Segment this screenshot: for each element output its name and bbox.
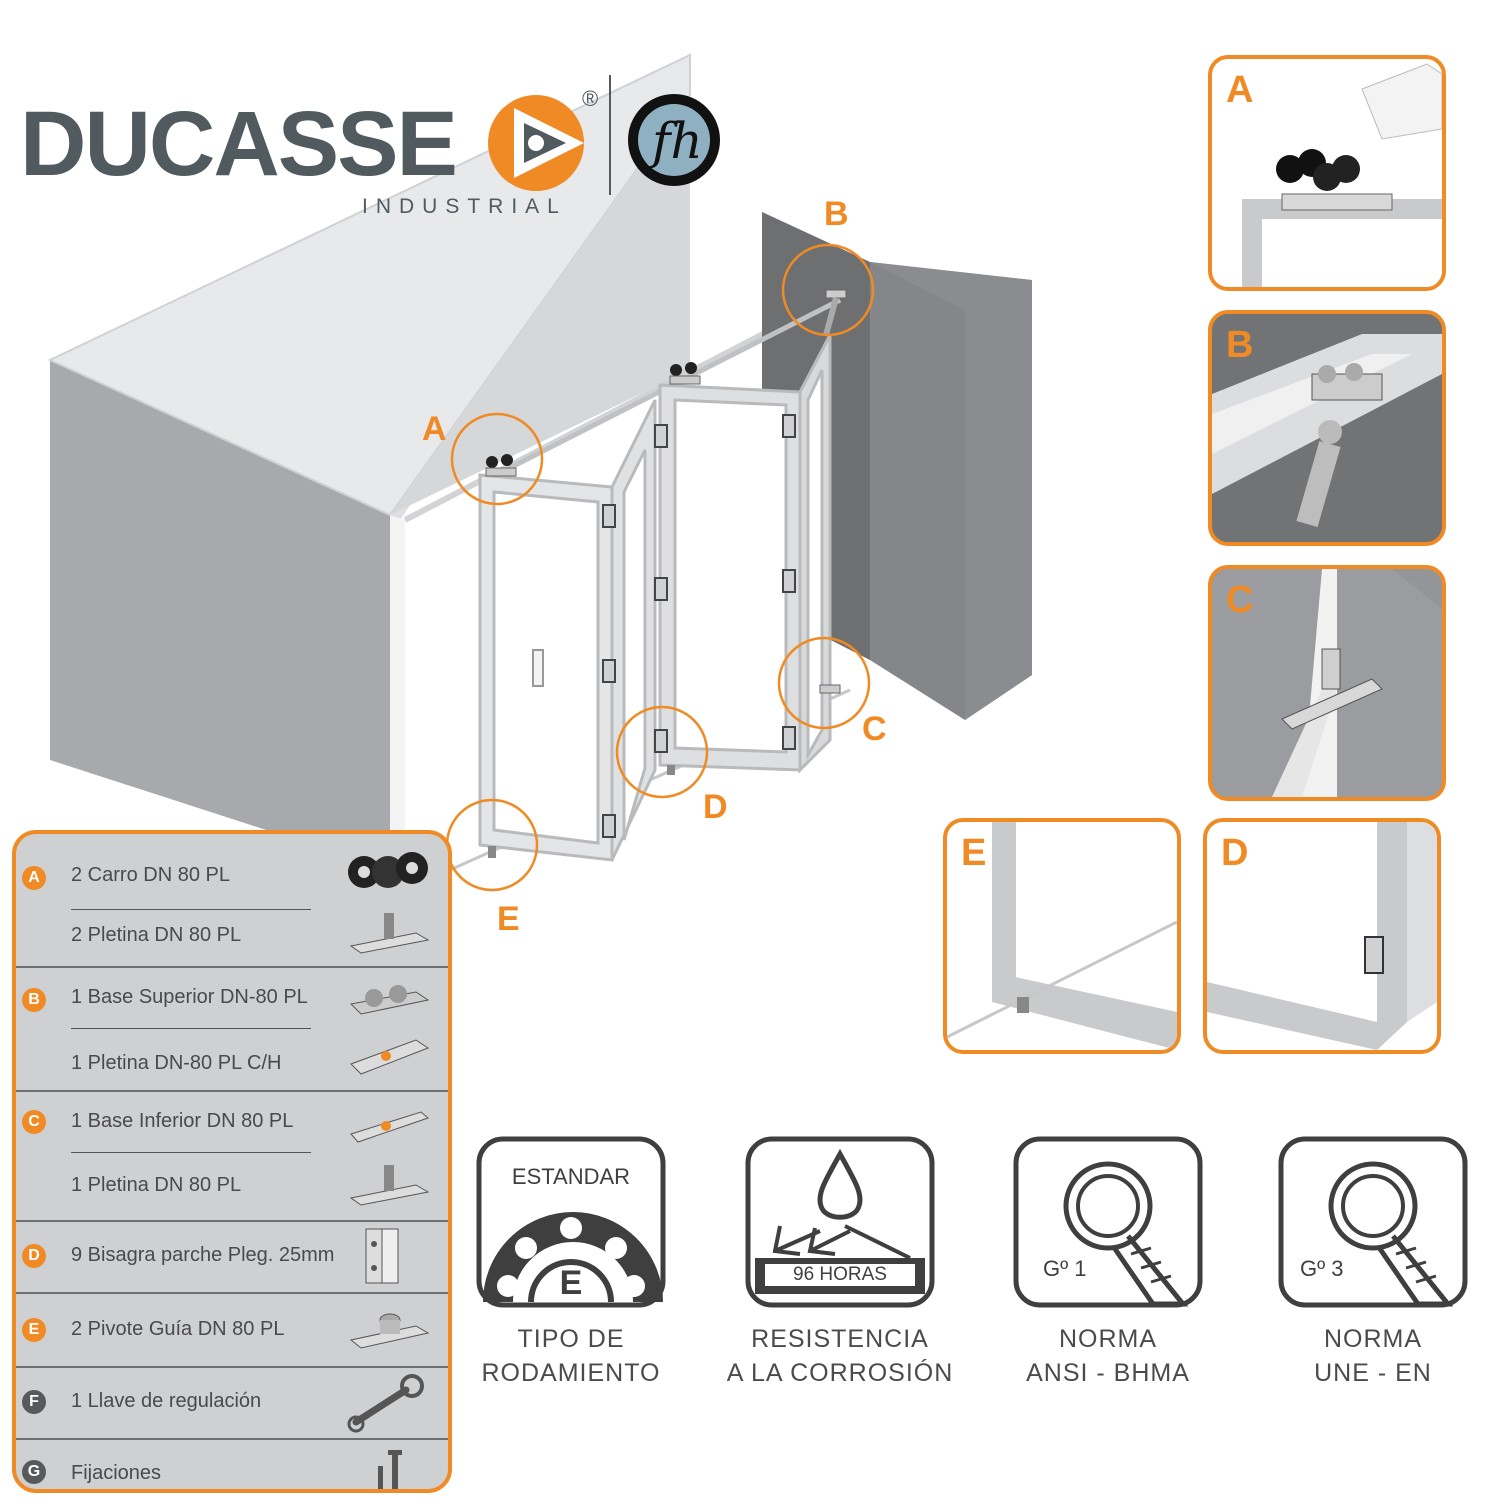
svg-text:fh: fh bbox=[648, 112, 703, 170]
screws-icon bbox=[378, 1450, 402, 1489]
ansi-cap2: ANSI - BHMA bbox=[1026, 1359, 1190, 1387]
key-ansi-icon bbox=[1013, 1136, 1203, 1308]
une-grade: Gº 3 bbox=[1300, 1256, 1344, 1281]
rodamiento-cap2: RODAMIENTO bbox=[481, 1359, 661, 1387]
part-b-2: 1 Pletina DN-80 PL C/H bbox=[71, 1052, 282, 1074]
parts-row-f: F 1 Llave de regulación bbox=[16, 1366, 448, 1440]
une-cap2: UNE - EN bbox=[1314, 1359, 1432, 1387]
badge-a: A bbox=[22, 866, 46, 890]
parts-row-d: D 9 Bisagra parche Pleg. 25mm bbox=[16, 1220, 448, 1294]
carriages bbox=[485, 289, 847, 858]
part-a-2: 2 Pletina DN 80 PL bbox=[71, 924, 242, 946]
badge-f: F bbox=[22, 1390, 46, 1414]
part-b-1: 1 Base Superior DN-80 PL bbox=[71, 986, 308, 1008]
ansi-cap1: NORMA bbox=[1058, 1325, 1158, 1353]
folding-doors bbox=[478, 334, 832, 862]
rodamiento-cap1: TIPO DE bbox=[517, 1325, 625, 1353]
badge-b: B bbox=[22, 988, 46, 1012]
part-a-1: 2 Carro DN 80 PL bbox=[71, 864, 230, 886]
parts-row-e: E 2 Pivote Guía DN 80 PL bbox=[16, 1292, 448, 1368]
detail-d-label: D bbox=[1221, 832, 1249, 874]
detail-a: A bbox=[1208, 55, 1446, 291]
plate-c-icon bbox=[349, 1165, 430, 1206]
spec-ansi-caption: NORMA ANSI - BHMA bbox=[993, 1322, 1223, 1390]
une-cap1: NORMA bbox=[1323, 1325, 1423, 1353]
parts-row-c: C 1 Base Inferior DN 80 PL 1 Pletina DN … bbox=[16, 1090, 448, 1222]
brand-name: DUCASSE bbox=[20, 93, 458, 195]
callout-a: A bbox=[422, 410, 447, 448]
detail-c-label: C bbox=[1226, 579, 1254, 621]
callout-d: D bbox=[703, 788, 728, 826]
corrosion-cap2: A LA CORROSIÓN bbox=[726, 1359, 954, 1387]
detail-a-illustration bbox=[1242, 63, 1442, 287]
bearing-icon bbox=[476, 1136, 666, 1308]
pivot-icon bbox=[349, 1313, 430, 1349]
part-e-1: 2 Pivote Guía DN 80 PL bbox=[71, 1318, 285, 1340]
part-d-1: 9 Bisagra parche Pleg. 25mm bbox=[71, 1244, 335, 1266]
badge-c: C bbox=[22, 1110, 46, 1134]
detail-d-illustration bbox=[1207, 822, 1437, 1050]
detail-d: D bbox=[1203, 818, 1441, 1054]
spec-corrosion-caption: RESISTENCIA A LA CORROSIÓN bbox=[720, 1322, 960, 1390]
spec-corrosion: 96 HORAS bbox=[745, 1136, 935, 1308]
wrench-icon bbox=[347, 1374, 424, 1433]
badge-e: E bbox=[22, 1318, 46, 1342]
spec-rodamiento: ESTANDAR E bbox=[476, 1136, 666, 1308]
detail-c: C bbox=[1208, 565, 1446, 801]
corrosion-cap1: RESISTENCIA bbox=[751, 1325, 929, 1353]
part-g-1: Fijaciones bbox=[71, 1462, 162, 1484]
badge-d: D bbox=[22, 1244, 46, 1268]
part-f-1: 1 Llave de regulación bbox=[71, 1390, 262, 1412]
part-c-1: 1 Base Inferior DN 80 PL bbox=[71, 1110, 294, 1132]
badge-g: G bbox=[22, 1460, 46, 1484]
door-handle bbox=[532, 649, 544, 687]
corrosion-label: 96 HORAS bbox=[793, 1264, 887, 1285]
parts-row-g: G Fijaciones bbox=[16, 1438, 448, 1489]
detail-e: E bbox=[943, 818, 1181, 1054]
corrosion-icon bbox=[745, 1136, 935, 1308]
detail-b-label: B bbox=[1226, 324, 1254, 366]
parts-list: A 2 Carro DN 80 PL 2 Pletina DN 80 PL B … bbox=[12, 830, 452, 1493]
callout-e: E bbox=[497, 900, 520, 938]
registered-mark: ® bbox=[582, 86, 599, 111]
detail-a-label: A bbox=[1226, 69, 1254, 111]
detail-b-illustration bbox=[1212, 334, 1442, 528]
top-base-icon bbox=[349, 985, 430, 1015]
parts-row-b: B 1 Base Superior DN-80 PL 1 Pletina DN-… bbox=[16, 966, 448, 1092]
fh-logo-icon: fh bbox=[628, 94, 720, 186]
spec-ansi: Gº 1 bbox=[1013, 1136, 1203, 1308]
carriage-icon bbox=[348, 852, 428, 888]
hinge-icon bbox=[365, 1228, 399, 1284]
part-c-2: 1 Pletina DN 80 PL bbox=[71, 1174, 242, 1196]
detail-e-illustration bbox=[947, 822, 1177, 1050]
spec-une-caption: NORMA UNE - EN bbox=[1258, 1322, 1488, 1390]
play-logo-icon bbox=[488, 95, 584, 191]
callout-c: C bbox=[862, 710, 887, 748]
bearing-grade: E bbox=[559, 1264, 583, 1302]
plate-hole-icon bbox=[350, 1039, 430, 1075]
callout-b: B bbox=[824, 195, 849, 233]
key-une-icon bbox=[1278, 1136, 1468, 1308]
bearing-label: ESTANDAR bbox=[511, 1164, 631, 1189]
detail-b: B bbox=[1208, 310, 1446, 546]
parts-row-a: A 2 Carro DN 80 PL 2 Pletina DN 80 PL bbox=[16, 834, 448, 968]
detail-e-label: E bbox=[961, 832, 987, 874]
detail-c-illustration bbox=[1212, 569, 1442, 797]
logo-divider bbox=[609, 75, 611, 195]
hinges bbox=[602, 414, 796, 838]
brand-sub: INDUSTRIAL bbox=[362, 195, 567, 218]
ansi-grade: Gº 1 bbox=[1043, 1256, 1087, 1281]
plate-icon bbox=[349, 913, 430, 954]
spec-une: Gº 3 bbox=[1278, 1136, 1468, 1308]
bottom-base-icon bbox=[350, 1111, 429, 1143]
spec-rodamiento-caption: TIPO DE RODAMIENTO bbox=[456, 1322, 686, 1390]
